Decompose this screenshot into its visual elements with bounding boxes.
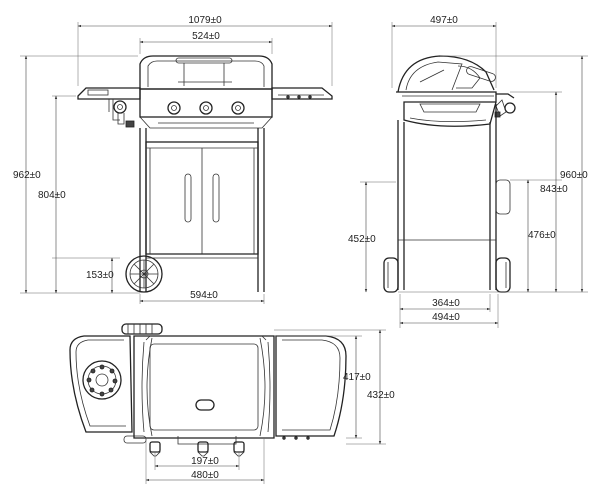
side-burner-icon: [82, 360, 122, 400]
dim-top-body-depth: 417±0: [343, 372, 371, 383]
dim-side-overall-depth: 497±0: [430, 15, 458, 26]
top-hood-handle: [195, 399, 215, 411]
side-firebox: [396, 91, 497, 127]
dim-top-overall-depth: 432±0: [367, 390, 395, 401]
dim-side-shelf-height: 804±0: [38, 190, 66, 201]
dim-knob-span: 197±0: [191, 456, 219, 467]
dim-inner-depth: 364±0: [432, 298, 460, 309]
side-view: 497±0 960±0 843±0 452±0 476±0 364±0 494±…: [348, 15, 588, 328]
side-burner-knob-icon: [108, 99, 135, 128]
side-wheel: [383, 257, 511, 293]
side-dimensions: 497±0 960±0 843±0 452±0 476±0 364±0 494±…: [348, 15, 588, 328]
right-side-shelf: [271, 87, 333, 100]
dim-overall-width: 1079±0: [188, 15, 222, 26]
front-hood: [139, 55, 273, 90]
front-view: 1079±0 524±0 962±0 804±0 153±0 594±0: [13, 15, 333, 304]
left-side-shelf: [77, 87, 141, 100]
hood-handle: [175, 57, 233, 64]
top-right-shelf: [275, 335, 347, 437]
dim-wheel-height: 153±0: [86, 270, 114, 281]
side-handle: [495, 179, 511, 215]
door-handle: [184, 173, 192, 223]
top-left-shelf: [69, 335, 133, 433]
top-view: 417±0 432±0 197±0 480±0: [69, 323, 395, 484]
burner-knob-icon: [167, 101, 245, 115]
side-cart-frame: [397, 104, 497, 290]
dim-cart-height-right: 476±0: [528, 230, 556, 241]
dim-base-depth: 494±0: [432, 312, 460, 323]
dim-cart-height-left: 452±0: [348, 234, 376, 245]
top-main-body: [133, 335, 275, 439]
dim-hood-width: 524±0: [192, 31, 220, 42]
front-dimensions: 1079±0 524±0 962±0 804±0 153±0 594±0: [13, 15, 333, 304]
top-dimensions: 417±0 432±0 197±0 480±0: [145, 329, 395, 484]
dim-grill-height: 843±0: [540, 184, 568, 195]
front-wheel: [125, 255, 163, 293]
dim-overall-height: 962±0: [13, 170, 41, 181]
dim-leg-span: 594±0: [190, 290, 218, 301]
side-lid: [397, 55, 495, 93]
side-knob-icon: [494, 93, 516, 118]
dim-side-overall-height: 960±0: [560, 170, 588, 181]
control-panel: [139, 88, 273, 118]
dim-top-body-width: 480±0: [191, 470, 219, 481]
